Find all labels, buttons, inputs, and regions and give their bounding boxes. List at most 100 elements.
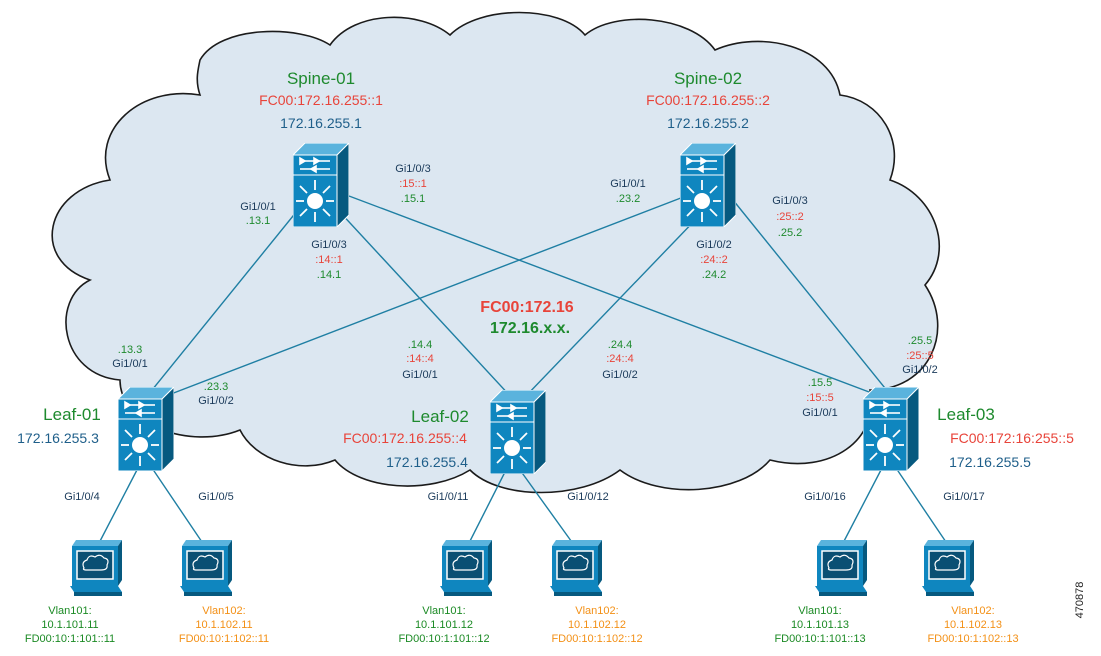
leaf-03-name: Leaf-03	[937, 405, 995, 424]
host-ipv4: 10.1.102.13	[944, 619, 1002, 631]
fabric-ipv4-prefix: 172.16.x.x.	[490, 320, 570, 337]
spine-01-switch-icon[interactable]	[293, 143, 349, 227]
ipv6-suffix: :24::2	[700, 254, 728, 266]
spine-02-gi2-label: Gi1/0/2 :24::2 .24.2	[696, 239, 731, 281]
host-1-pc-icon[interactable]	[70, 540, 122, 597]
host-ipv4: 10.1.101.11	[41, 619, 98, 631]
port-label: Gi1/0/1	[802, 407, 837, 419]
ipv6-suffix: :14::4	[406, 353, 434, 365]
link-leaf03-host6	[895, 467, 949, 546]
link-spine01-leaf02	[337, 209, 513, 399]
host-vlan: Vlan102:	[202, 605, 245, 617]
host-4-pc-icon[interactable]	[550, 540, 602, 597]
ipv6-suffix: :25::2	[776, 211, 804, 223]
port-label: Gi1/0/1	[610, 178, 645, 190]
host-ipv4: 10.1.101.13	[791, 619, 849, 631]
host-port-label: Gi1/0/17	[943, 491, 985, 503]
spine-01-name: Spine-01	[287, 69, 355, 88]
link-spine02-leaf01	[157, 195, 687, 400]
host-vlan: Vlan101:	[48, 605, 91, 617]
leaf-01-gi2-label: .23.3 Gi1/0/2	[198, 381, 233, 407]
ipv6-suffix: :15::1	[399, 178, 427, 190]
ipv4-suffix: .24.2	[702, 269, 726, 281]
leaf-02-switch-icon[interactable]	[490, 390, 546, 474]
host-6-pc-icon[interactable]	[922, 540, 974, 597]
ipv6-suffix: :24::4	[606, 353, 634, 365]
leaf-01-name: Leaf-01	[43, 405, 101, 424]
host-port-label: Gi1/0/12	[567, 491, 609, 503]
leaf-03-gi2-label: .25.5 :25::5 Gi1/0/2	[902, 335, 937, 376]
leaf-03-ipv4: 172.16.255.5	[949, 454, 1031, 470]
host-2-pc-icon[interactable]	[180, 540, 232, 597]
host-vlan: Vlan102:	[575, 605, 618, 617]
fabric-ipv6-prefix: FC00:172.16	[480, 299, 573, 316]
leaf-02-gi1-label: .14.4 :14::4 Gi1/0/1	[402, 339, 437, 381]
network-cloud	[51, 11, 941, 494]
host-4-label: Vlan102: 10.1.102.12 FD00:10:1:102::12	[551, 605, 642, 645]
host-vlan: Vlan102:	[951, 605, 994, 617]
host-vlan: Vlan101:	[798, 605, 841, 617]
port-label: Gi1/0/1	[402, 369, 437, 381]
port-label: Gi1/0/3	[395, 163, 430, 175]
spine-01-ipv4: 172.16.255.1	[280, 115, 362, 131]
port-label: Gi1/0/2	[198, 395, 233, 407]
ipv4-suffix: .25.2	[778, 227, 802, 239]
spine-02-name: Spine-02	[674, 69, 742, 88]
leaf-01-ipv4: 172.16.255.3	[17, 430, 99, 446]
host-ipv4: 10.1.102.11	[195, 619, 252, 631]
ipv4-suffix: .15.1	[401, 193, 425, 205]
leaf-01-gi1-label: .13.3 Gi1/0/1	[112, 344, 147, 370]
link-leaf03-host5	[841, 467, 883, 546]
leaf-01-switch-icon[interactable]	[118, 387, 174, 471]
host-ipv4: 10.1.101.12	[415, 619, 473, 631]
port-label: Gi1/0/1	[240, 201, 275, 213]
host-6-label: Vlan102: 10.1.102.13 FD00:10:1:102::13	[927, 605, 1018, 645]
link-spine02-leaf03	[732, 199, 894, 399]
host-ipv6: FD00:10:1:102::12	[551, 633, 642, 645]
spine-02-gi1-label: Gi1/0/1 .23.2	[610, 178, 645, 205]
port-label: Gi1/0/3	[772, 195, 807, 207]
port-label: Gi1/0/2	[696, 239, 731, 251]
link-leaf01-host2	[151, 467, 205, 546]
ipv4-suffix: .23.2	[616, 193, 640, 205]
leaf-02-ipv4: 172.16.255.4	[386, 454, 468, 470]
link-leaf01-host1	[97, 467, 139, 546]
ipv6-suffix: :15::5	[806, 392, 834, 404]
host-3-pc-icon[interactable]	[440, 540, 492, 597]
ipv4-suffix: .14.4	[408, 339, 432, 351]
fabric-subnet-label: FC00:172.16 172.16.x.x.	[480, 299, 573, 337]
host-port-label: Gi1/0/4	[64, 491, 99, 503]
host-ipv6: FD00:10:1:102::11	[179, 633, 269, 645]
ipv4-suffix: .14.1	[317, 269, 341, 281]
ipv6-suffix: :25::5	[906, 350, 934, 362]
leaf-02-ipv6: FC00:172.16.255::4	[343, 430, 467, 446]
leaf-03-label: Leaf-03 FC00:172:16:255::5 172.16.255.5	[937, 405, 1074, 470]
port-label: Gi1/0/2	[902, 364, 937, 376]
port-label: Gi1/0/3	[311, 239, 346, 251]
spine-02-label: Spine-02 FC00:172.16.255::2 172.16.255.2	[646, 69, 770, 131]
port-label: Gi1/0/2	[602, 369, 637, 381]
host-port-label: Gi1/0/5	[198, 491, 233, 503]
host-port-label: Gi1/0/16	[804, 491, 846, 503]
spine-01-label: Spine-01 FC00:172.16.255::1 172.16.255.1	[259, 69, 383, 131]
figure-id: 470878	[1074, 582, 1086, 619]
leaf-02-label: Leaf-02 FC00:172.16.255::4 172.16.255.4	[343, 407, 469, 470]
host-5-pc-icon[interactable]	[815, 540, 867, 597]
ipv6-suffix: :14::1	[315, 254, 343, 266]
ipv4-suffix: .23.3	[204, 381, 228, 393]
spine-02-switch-icon[interactable]	[680, 143, 736, 227]
links-group	[97, 194, 949, 546]
link-leaf02-host4	[519, 469, 575, 546]
spine-02-gi3-label: Gi1/0/3 :25::2 .25.2	[772, 195, 807, 239]
leaf-01-label: Leaf-01 172.16.255.3	[17, 405, 101, 446]
leaf-02-gi2-label: .24.4 :24::4 Gi1/0/2	[602, 339, 637, 381]
leaf-02-name: Leaf-02	[411, 407, 469, 426]
link-spine01-leaf01	[147, 194, 311, 396]
spine-02-ipv4: 172.16.255.2	[667, 115, 749, 131]
host-ipv6: FD00:10:1:102::13	[927, 633, 1018, 645]
leaf-03-switch-icon[interactable]	[863, 387, 919, 471]
host-port-label: Gi1/0/11	[428, 491, 469, 503]
ipv4-suffix: .25.5	[908, 335, 932, 347]
